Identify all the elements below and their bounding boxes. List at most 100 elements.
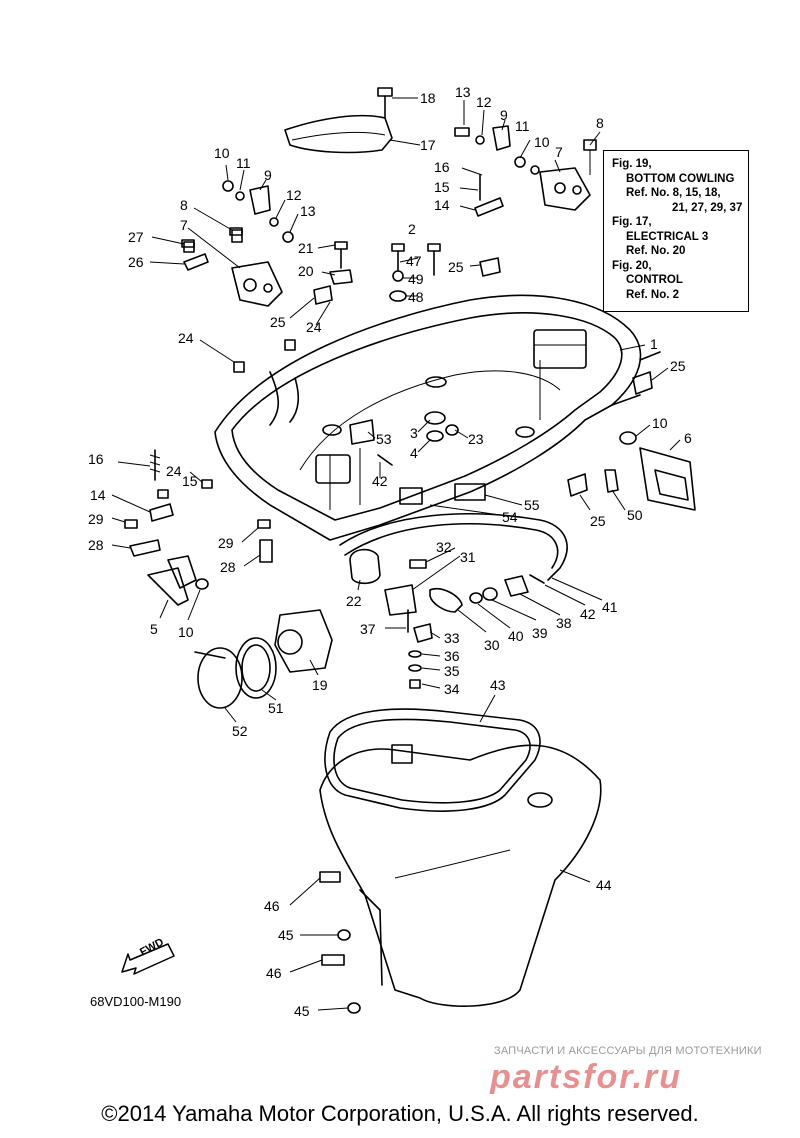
callout: 12 [286, 187, 302, 203]
callout: 41 [602, 599, 618, 615]
callout: 8 [180, 197, 188, 213]
callout: 24 [166, 463, 182, 479]
callout: 54 [502, 509, 518, 525]
ref-line: Ref. No. 8, 15, 18, [626, 187, 721, 199]
bottom-cowling-lower [319, 708, 602, 1014]
callout: 23 [468, 431, 484, 447]
callout: 28 [220, 559, 236, 575]
callout: 11 [236, 155, 251, 171]
callout: 42 [580, 606, 596, 622]
callout: 14 [434, 197, 450, 213]
ref-line: Fig. 20, [612, 259, 652, 272]
callout: 21 [298, 240, 314, 256]
callout: 49 [408, 271, 424, 287]
grommet-and-clamps [194, 609, 333, 709]
callout: 27 [128, 229, 144, 245]
fwd-arrow-icon [121, 943, 175, 975]
ref-line: Fig. 17, [612, 216, 652, 228]
callout: 52 [232, 723, 248, 739]
callout: 48 [408, 289, 424, 305]
callout: 32 [436, 539, 452, 555]
callout: 19 [312, 677, 328, 693]
callout: 10 [534, 134, 550, 150]
hose-41 [339, 513, 568, 581]
callout: 35 [444, 663, 460, 679]
callout: 7 [555, 144, 563, 160]
callout: 24 [306, 319, 322, 335]
right-side-parts [604, 431, 696, 511]
cover-17 [284, 114, 393, 154]
bracket-assembly-right [454, 125, 597, 211]
grommet-25-b [313, 285, 333, 305]
figure-reference-box: Fig. 19, BOTTOM COWLING Ref. No. 8, 15, … [603, 150, 749, 312]
callout: 17 [420, 137, 436, 153]
callout: 47 [406, 253, 422, 269]
callout: 40 [508, 628, 524, 644]
callout: 20 [298, 263, 314, 279]
callout: 25 [670, 358, 686, 374]
ref-line: CONTROL [626, 274, 683, 286]
callout: 6 [684, 430, 692, 446]
callout: 34 [444, 681, 460, 697]
callout: 10 [652, 415, 668, 431]
callout: 8 [596, 115, 604, 131]
callout: 10 [178, 624, 194, 640]
callout: 46 [264, 898, 280, 914]
watermark-caption: ЗАПЧАСТИ И АКСЕССУАРЫ ДЛЯ МОТОТЕХНИКИ [494, 1045, 762, 1057]
callout: 43 [490, 677, 506, 693]
callout: 30 [484, 637, 500, 653]
callout: 25 [270, 314, 286, 330]
callout: 13 [300, 203, 316, 219]
callout: 31 [460, 549, 476, 565]
diagram-code: 68VD100-M190 [90, 994, 182, 1009]
callout: 38 [556, 615, 572, 631]
ref-line: Ref. No. 2 [626, 288, 680, 301]
left-side-parts [124, 449, 273, 606]
watermark-logo-text: partsfor.ru [489, 1058, 682, 1094]
callout: 26 [128, 254, 144, 270]
callout: 18 [420, 90, 436, 106]
callout: 51 [268, 700, 284, 716]
callout: 16 [434, 159, 450, 175]
callout: 10 [214, 145, 230, 161]
ref-line: ELECTRICAL 3 [626, 230, 709, 243]
callout: 44 [596, 877, 612, 893]
callout: 4 [410, 445, 418, 461]
callout: 3 [410, 425, 418, 441]
callout: 11 [515, 118, 530, 134]
callout: 25 [448, 259, 464, 275]
ref-line: Fig. 19, [612, 158, 652, 170]
ref-line: Ref. No. 20 [626, 245, 686, 257]
callout: 1 [650, 336, 658, 352]
grommet-25-d [567, 473, 588, 497]
callout: 33 [444, 630, 460, 646]
callout: 22 [346, 593, 362, 609]
callout-labels: 18 13 12 9 11 10 7 8 17 16 15 14 10 11 9… [88, 84, 692, 1019]
callout: 25 [590, 513, 606, 529]
leader-lines [111, 97, 681, 1011]
ref-line: BOTTOM COWLING [626, 172, 735, 185]
grommet-25-a [479, 257, 501, 277]
callout: 28 [88, 537, 104, 553]
callout: 29 [218, 535, 234, 551]
callout: 36 [444, 648, 460, 664]
callout: 9 [264, 167, 272, 183]
callout: 2 [408, 221, 416, 237]
callout: 42 [372, 473, 388, 489]
callout: 55 [524, 497, 540, 513]
callout: 37 [360, 621, 376, 637]
callout: 39 [532, 625, 548, 641]
center-bushings [349, 411, 459, 466]
callout: 13 [455, 84, 471, 100]
callout: 5 [150, 621, 158, 637]
ref-line: 21, 27, 29, 37 [672, 201, 743, 214]
callout: 9 [500, 107, 508, 123]
watermark-logo: partsfor.ru [489, 1058, 682, 1094]
bottom-cowling-upper-assembly [214, 294, 661, 541]
callout: 29 [88, 511, 104, 527]
callout: 7 [180, 217, 188, 233]
lower-fittings [349, 548, 545, 689]
callout: 24 [178, 330, 194, 346]
callout: 45 [294, 1003, 310, 1019]
